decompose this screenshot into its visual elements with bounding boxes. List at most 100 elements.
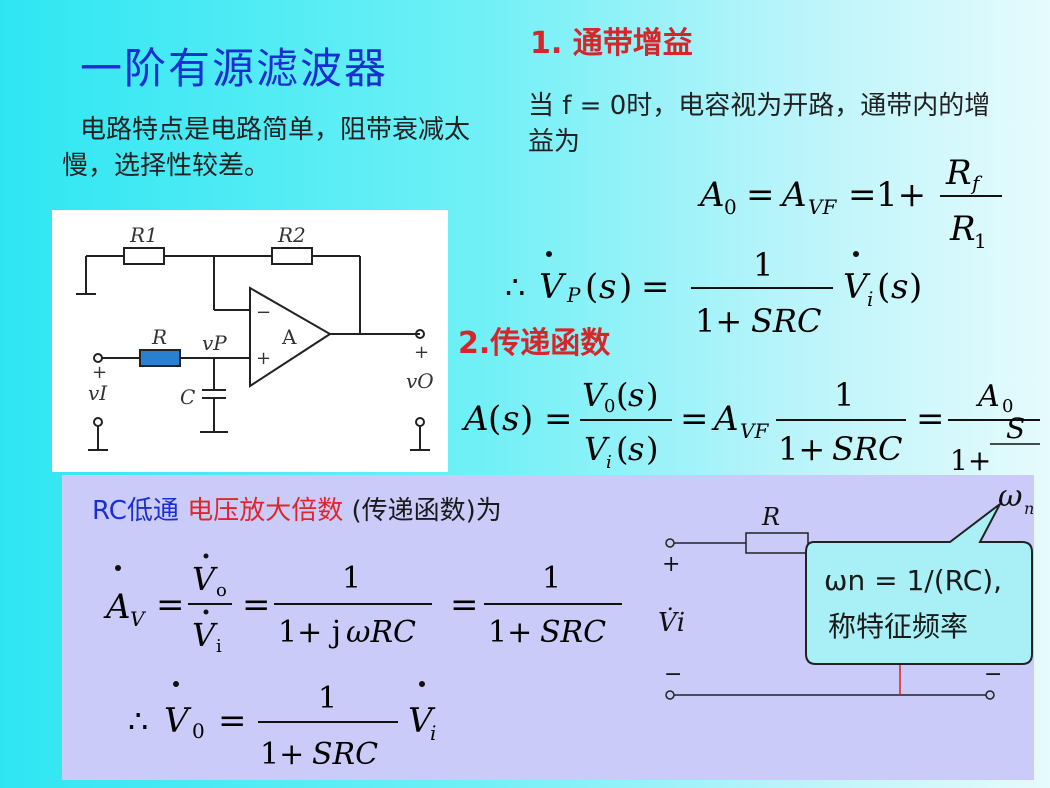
svg-text:1: 1: [834, 376, 854, 414]
svg-text:ω: ω: [998, 479, 1022, 514]
label-c: C: [180, 385, 195, 409]
svg-text:i: i: [216, 636, 222, 657]
svg-text:∴: ∴: [128, 702, 148, 740]
label-vo: vO: [406, 369, 434, 393]
svg-text:A: A: [711, 399, 739, 439]
svg-text:A: A: [697, 175, 725, 215]
svg-text:ωRC: ωRC: [346, 615, 416, 650]
svg-text:=: =: [218, 701, 247, 741]
active-filter-circuit: R1 R2 R C A vP vI vO − + + +: [52, 210, 448, 472]
omega-n-tag: ω n: [998, 479, 1034, 518]
svg-text:0: 0: [724, 195, 737, 219]
label-amp: A: [281, 325, 297, 349]
output-plus: +: [414, 342, 429, 363]
svg-text:=: =: [450, 585, 479, 625]
svg-text:1: 1: [318, 681, 337, 716]
voltage-gain-label: 电压放大倍数: [187, 496, 344, 526]
svg-text:1+: 1+: [260, 737, 304, 772]
svg-text:=: =: [746, 175, 775, 215]
formula-v0: ∴ V 0 = 1 1+ SRC V i: [128, 681, 436, 772]
svg-text:n: n: [1024, 499, 1034, 518]
svg-text:V: V: [192, 560, 218, 598]
svg-text:1: 1: [974, 229, 987, 253]
svg-text:1: 1: [753, 246, 773, 284]
svg-text:=: =: [916, 399, 945, 439]
svg-text:V: V: [582, 376, 608, 414]
formula-voltage-gain: A V = V o V i = 1 1+ j ωRC = 1 1+ SRC: [103, 553, 622, 657]
svg-text:A: A: [461, 399, 489, 439]
svg-text:(: (: [616, 376, 628, 414]
svg-text:V: V: [130, 607, 147, 631]
page-title: 一阶有源滤波器: [80, 44, 389, 93]
transfer-function-label: (传递函数)为: [351, 496, 502, 526]
rc-label-minus: −: [664, 662, 682, 687]
svg-text:(: (: [488, 399, 501, 439]
svg-text:VF: VF: [740, 419, 769, 443]
svg-text:V: V: [192, 616, 218, 654]
svg-text:i: i: [430, 721, 436, 745]
label-vp: vP: [202, 331, 227, 355]
label-r2: R2: [277, 223, 306, 247]
svg-text:(: (: [616, 430, 628, 468]
callout-line1: ωn = 1/(RC),: [824, 564, 1002, 597]
opamp-minus: −: [256, 302, 271, 323]
svg-text:R: R: [949, 209, 976, 249]
svg-text:V: V: [584, 430, 610, 468]
formula-vp: ∴ V P ( s ) = 1 1+ SRC V i ( s ): [505, 246, 922, 340]
rc-label-minus-right: −: [984, 662, 1002, 687]
svg-text:SRC: SRC: [751, 302, 822, 340]
svg-text:1+: 1+: [695, 302, 742, 340]
rc-lowpass-title: RC低通: [92, 496, 179, 526]
svg-text:s: s: [891, 267, 908, 307]
svg-text:R: R: [945, 153, 972, 193]
svg-text:(: (: [877, 267, 890, 307]
svg-text:s: s: [628, 430, 644, 468]
svg-text:i: i: [867, 287, 873, 311]
svg-text:V: V: [539, 267, 567, 307]
callout-line2: 称特征频率: [828, 610, 968, 643]
svg-text:o: o: [216, 580, 227, 601]
svg-text:A: A: [975, 379, 1000, 414]
svg-text:): ): [909, 267, 922, 307]
svg-text:=: =: [156, 585, 185, 625]
label-r: R: [151, 325, 167, 349]
svg-text:V: V: [408, 701, 436, 741]
svg-text:f: f: [970, 171, 983, 195]
svg-text:s: s: [628, 376, 644, 414]
svg-text:s: s: [502, 399, 519, 439]
formula-transfer-function: A ( s ) = V 0 ( s ) V i ( s ) = A VF 1 1…: [461, 376, 1040, 476]
svg-text:1: 1: [342, 561, 361, 596]
svg-text:=: =: [242, 585, 271, 625]
rc-label-r: R: [761, 503, 780, 531]
rc-label-plus: +: [662, 552, 680, 577]
active-filter-schematic: R1 R2 R C A vP vI vO − + + +: [76, 223, 434, 451]
svg-text:SRC: SRC: [832, 430, 903, 468]
section2-heading: 2.传递函数: [458, 326, 611, 361]
svg-text:∴: ∴: [505, 268, 525, 306]
opamp-plus: +: [256, 348, 271, 369]
callout-characteristic-frequency: ωn = 1/(RC), 称特征频率: [805, 503, 1033, 665]
svg-text:1: 1: [542, 561, 561, 596]
svg-text:1+: 1+: [488, 615, 532, 650]
svg-text:P: P: [566, 283, 581, 307]
svg-text:0: 0: [192, 719, 205, 743]
formula-passband-gain: A 0 = A VF = 1+ R f R 1: [697, 153, 1002, 253]
input-plus: +: [92, 362, 107, 383]
rc-lowpass-schematic: R + V̇i − −: [658, 503, 1002, 700]
svg-text:VF: VF: [808, 195, 837, 219]
svg-text:): ): [646, 376, 658, 414]
svg-text:A: A: [779, 175, 807, 215]
svg-text:=: =: [641, 267, 670, 307]
rc-lowpass-label: RC低通 电压放大倍数 (传递函数)为: [92, 490, 502, 527]
svg-text:=: =: [680, 399, 709, 439]
svg-text:1+ j: 1+ j: [278, 615, 341, 650]
svg-text:): ): [619, 267, 632, 307]
svg-text:i: i: [606, 452, 612, 473]
svg-text:SRC: SRC: [312, 737, 378, 772]
svg-text:1+: 1+: [950, 444, 991, 476]
svg-text:0: 0: [1002, 396, 1013, 417]
svg-text:): ): [520, 399, 533, 439]
svg-text:V: V: [164, 701, 192, 741]
svg-text:S: S: [1006, 412, 1025, 445]
svg-text:V: V: [843, 267, 871, 307]
